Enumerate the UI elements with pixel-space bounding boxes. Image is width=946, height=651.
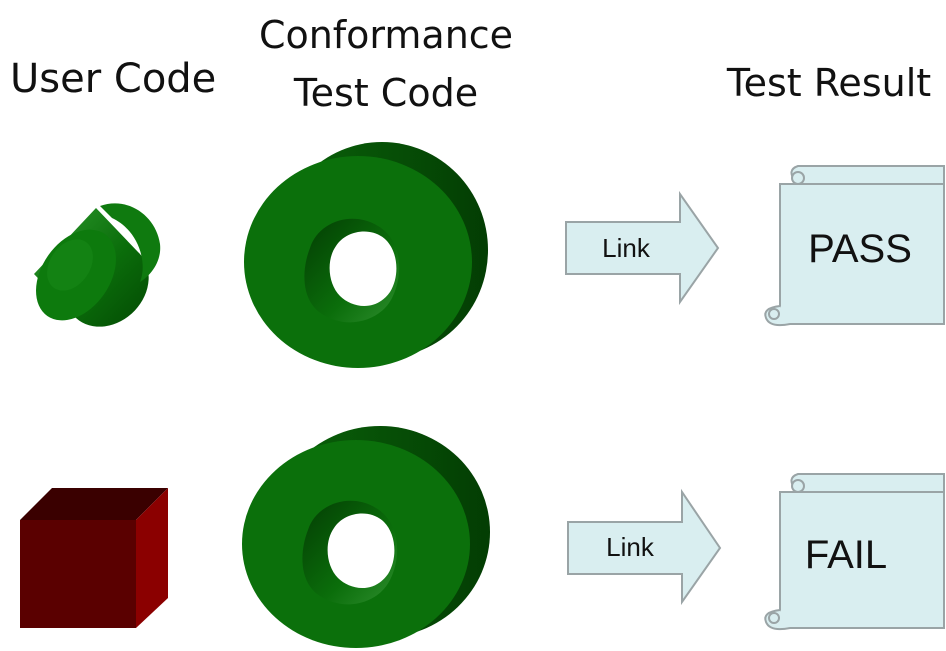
link-label-1: Link: [602, 233, 651, 263]
green-cylinder-shape: [34, 203, 161, 327]
test-result-heading: Test Result: [726, 61, 931, 105]
row-fail: Link FAIL: [20, 426, 945, 648]
conformance-ring-shape-1: [244, 142, 488, 368]
link-label-2: Link: [606, 532, 655, 562]
user-code-heading: User Code: [10, 56, 216, 102]
link-arrow-1: Link: [565, 190, 720, 306]
fail-scroll: FAIL: [764, 473, 945, 631]
red-cube-shape: [20, 488, 168, 628]
row-pass: Link PASS: [34, 142, 945, 368]
conformance-heading-line1: Conformance: [259, 13, 513, 57]
pass-result-text: PASS: [808, 227, 912, 271]
pass-scroll: PASS: [764, 165, 945, 327]
link-arrow-2: Link: [567, 488, 722, 606]
conformance-ring-shape-2: [242, 426, 490, 648]
conformance-heading-line2: Test Code: [293, 71, 478, 115]
fail-result-text: FAIL: [805, 533, 887, 577]
